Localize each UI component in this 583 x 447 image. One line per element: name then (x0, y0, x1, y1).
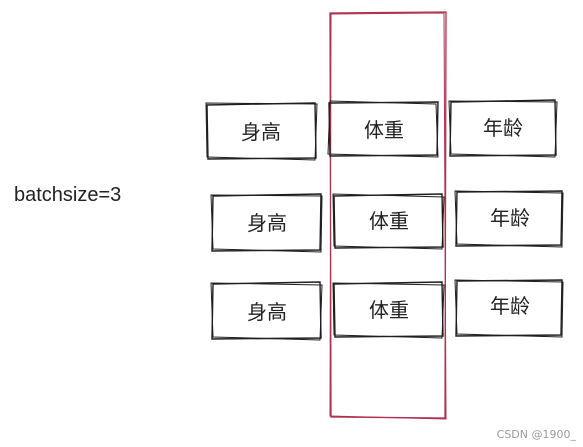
row-3: 身高 体重 年龄 (210, 279, 564, 341)
cell-label: 年龄 (490, 206, 530, 230)
highlighted-column-frame (329, 11, 447, 420)
cell-height-box: 身高 (210, 193, 323, 253)
row-2: 身高 体重 年龄 (210, 190, 564, 253)
cell-age-box: 年龄 (454, 190, 564, 248)
cell-label: 身高 (247, 211, 287, 235)
cell-weight-box: 体重 (332, 193, 445, 250)
cell-age-box: 年龄 (448, 99, 558, 158)
cell-label: 体重 (369, 298, 409, 322)
cell-label: 身高 (247, 300, 287, 324)
cell-label: 体重 (369, 209, 409, 233)
batch-size-label: batchsize=3 (14, 184, 121, 206)
cell-label: 身高 (241, 120, 281, 144)
watermark-text: CSDN @1900_ (497, 428, 577, 441)
row-1: 身高 体重 年龄 (205, 99, 558, 161)
cell-weight-box: 体重 (327, 100, 439, 158)
cell-label: 年龄 (490, 294, 530, 318)
cell-label: 年龄 (483, 116, 523, 140)
cell-height-box: 身高 (210, 281, 323, 341)
cell-age-box: 年龄 (454, 279, 564, 338)
cell-label: 体重 (364, 118, 404, 142)
cell-height-box: 身高 (205, 102, 318, 161)
cell-weight-box: 体重 (332, 281, 445, 339)
